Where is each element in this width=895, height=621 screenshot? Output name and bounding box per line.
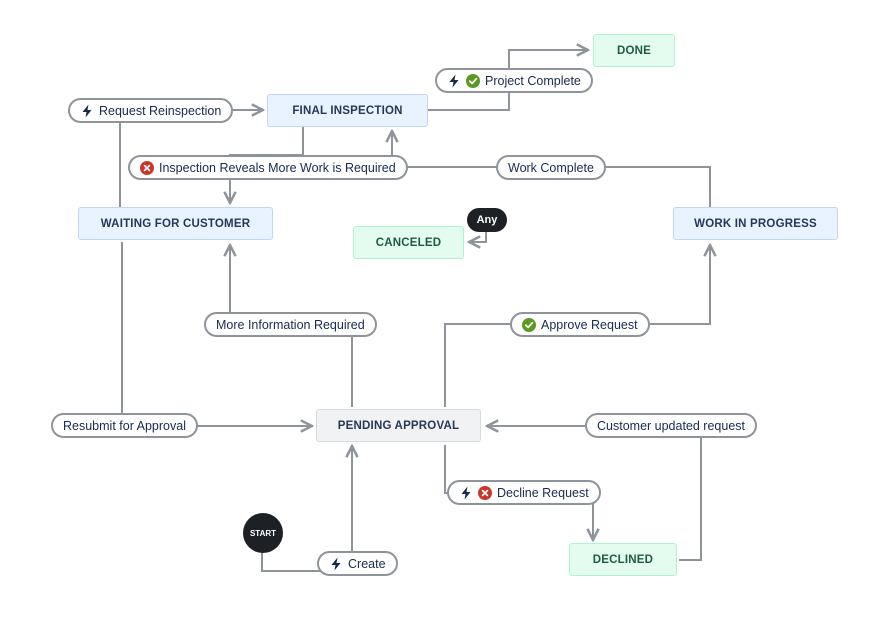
transition-create[interactable]: Create bbox=[317, 551, 398, 576]
x-circle-icon bbox=[478, 485, 492, 500]
check-circle-icon bbox=[522, 317, 536, 332]
status-waiting-for-customer[interactable]: WAITING FOR CUSTOMER bbox=[78, 207, 273, 240]
status-work-in-progress[interactable]: WORK IN PROGRESS bbox=[673, 207, 838, 240]
connector-create bbox=[261, 446, 352, 572]
transition-label: Inspection Reveals More Work is Required bbox=[159, 160, 396, 175]
transition-label: More Information Required bbox=[216, 317, 365, 332]
connector-any-to-canceled bbox=[469, 232, 487, 242]
x-circle-icon bbox=[140, 160, 154, 175]
start-marker: START bbox=[243, 513, 283, 553]
transition-request-reinspection[interactable]: Request Reinspection bbox=[68, 98, 234, 123]
transition-label: Create bbox=[348, 556, 386, 571]
lightning-bolt-icon bbox=[80, 104, 94, 118]
any-label: Any bbox=[476, 214, 498, 226]
transition-project-complete[interactable]: Project Complete bbox=[435, 68, 593, 93]
status-pending-approval[interactable]: PENDING APPROVAL bbox=[316, 409, 481, 442]
transition-approve-request[interactable]: Approve Request bbox=[510, 312, 650, 337]
status-final-inspection[interactable]: FINAL INSPECTION bbox=[267, 94, 428, 127]
start-label: START bbox=[249, 528, 277, 538]
lightning-bolt-icon bbox=[459, 486, 473, 500]
transition-label: Customer updated request bbox=[597, 418, 746, 433]
status-done[interactable]: DONE bbox=[593, 34, 675, 67]
transition-work-complete[interactable]: Work Complete bbox=[496, 155, 606, 180]
transition-label: Work Complete bbox=[508, 160, 594, 175]
status-canceled[interactable]: CANCELED bbox=[353, 226, 464, 259]
check-circle-icon bbox=[466, 73, 480, 88]
transition-more-information-required[interactable]: More Information Required bbox=[204, 312, 377, 337]
transition-resubmit-for-approval[interactable]: Resubmit for Approval bbox=[51, 413, 198, 438]
status-declined[interactable]: DECLINED bbox=[569, 543, 677, 576]
transition-decline-request[interactable]: Decline Request bbox=[447, 480, 601, 505]
transition-label: Decline Request bbox=[497, 485, 589, 500]
transition-label: Approve Request bbox=[541, 317, 638, 332]
transition-inspection-reveals-more-work[interactable]: Inspection Reveals More Work is Required bbox=[128, 155, 408, 180]
transition-customer-updated-request[interactable]: Customer updated request bbox=[585, 413, 758, 438]
any-marker: Any bbox=[467, 208, 507, 232]
lightning-bolt-icon bbox=[447, 74, 461, 88]
transition-label: Request Reinspection bbox=[99, 103, 222, 118]
transition-label: Project Complete bbox=[485, 73, 581, 88]
lightning-bolt-icon bbox=[329, 557, 343, 571]
transition-label: Resubmit for Approval bbox=[63, 418, 186, 433]
